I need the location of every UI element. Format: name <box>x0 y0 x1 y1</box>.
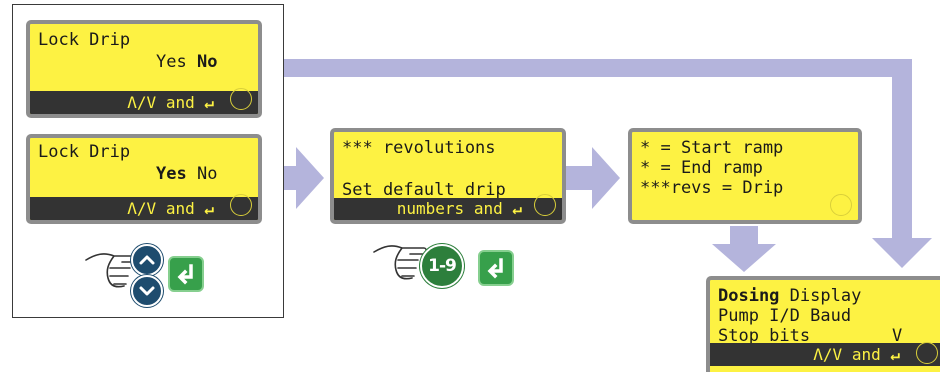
lcd-revolutions: *** revolutions Set default drip numbers… <box>330 128 566 224</box>
number-keys-button[interactable]: 1-9 <box>420 244 464 288</box>
menu-item-dosing-selected: Dosing <box>718 286 780 306</box>
enter-icon <box>177 264 193 285</box>
enter-icon: ↵ <box>204 93 214 112</box>
enter-icon <box>487 258 503 279</box>
enter-icon: ↵ <box>890 345 900 364</box>
lcd-options: Yes No <box>156 164 217 184</box>
pointing-hand-icon <box>373 245 428 280</box>
lcd-lock-drip-no: Lock Drip Yes No Λ/V and ↵ <box>26 20 262 118</box>
scroll-indicator: V <box>892 326 903 346</box>
menu-item-3: Stop bits <box>718 326 811 346</box>
hint-text: Λ/V and <box>813 345 881 364</box>
menu-item-1: Dosing Display <box>718 286 861 306</box>
option-no-selected: No <box>196 52 218 72</box>
arrow-yes-to-revolutions <box>264 147 324 209</box>
enter-icon: ↵ <box>512 199 522 218</box>
lcd-line-1: *** revolutions <box>342 138 496 158</box>
lcd-line-1: * = Start ramp <box>640 138 784 158</box>
knob-icon <box>534 194 556 216</box>
enter-icon: ↵ <box>204 199 214 218</box>
up-button[interactable] <box>131 244 163 276</box>
lcd-dosing-menu: Dosing Display Pump I/D Baud Stop bits V… <box>706 276 940 372</box>
lcd-hint-bar: Λ/V and ↵ <box>710 343 940 366</box>
arrow-revolutions-to-ramp <box>566 147 620 209</box>
enter-button[interactable] <box>478 250 514 286</box>
down-button[interactable] <box>131 275 163 307</box>
lcd-hint-bar: Λ/V and ↵ <box>30 91 258 114</box>
lcd-ramp-info: * = Start ramp * = End ramp ***revs = Dr… <box>628 128 862 224</box>
lcd-lock-drip-yes: Lock Drip Yes No Λ/V and ↵ <box>26 134 262 224</box>
hint-text: Λ/V and <box>127 199 195 218</box>
chevron-up-icon <box>139 255 155 265</box>
lcd-options: Yes No <box>156 52 217 72</box>
menu-item-display: Display <box>779 286 862 306</box>
hint-text: numbers and <box>396 199 503 218</box>
chevron-down-icon <box>139 286 155 296</box>
lcd-hint-bar: Λ/V and ↵ <box>30 197 258 220</box>
lcd-line-3: ***revs = Drip <box>640 178 784 198</box>
knob-icon <box>830 194 852 216</box>
knob-icon <box>916 342 938 364</box>
menu-item-2: Pump I/D Baud <box>718 306 852 326</box>
lcd-line-1: Lock Drip <box>38 30 131 50</box>
option-yes: Yes <box>156 52 187 72</box>
option-no: No <box>196 164 218 184</box>
lcd-hint-bar: numbers and ↵ <box>334 198 562 220</box>
hint-text: Λ/V and <box>127 93 195 112</box>
arrow-ramp-to-dosing <box>712 226 776 272</box>
lcd-line-1: Lock Drip <box>38 142 131 162</box>
knob-icon <box>230 88 252 110</box>
knob-icon <box>230 194 252 216</box>
enter-button[interactable] <box>168 256 204 292</box>
lcd-line-3: Set default drip <box>342 180 506 200</box>
option-yes-selected: Yes <box>156 164 187 184</box>
lcd-line-2: * = End ramp <box>640 158 763 178</box>
